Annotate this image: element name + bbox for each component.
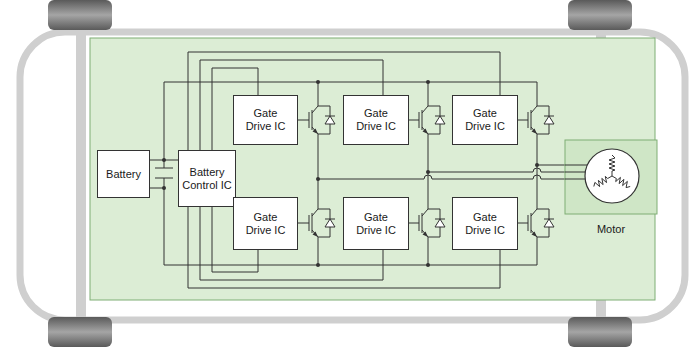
igbt-channel <box>312 110 313 233</box>
control-wire <box>150 160 178 161</box>
car-body <box>20 32 685 320</box>
node-label: Gate Drive IC <box>242 107 290 132</box>
junction-dot <box>535 163 539 167</box>
gate-driver-box: Gate Drive IC <box>343 95 409 145</box>
node-label: Gate Drive IC <box>352 107 400 132</box>
diode-symbol <box>544 219 554 227</box>
wheel <box>48 0 112 30</box>
junction-dots <box>162 80 539 267</box>
emitter-arrow <box>423 129 429 135</box>
junction-dot <box>426 263 430 267</box>
junction-dot <box>316 80 320 84</box>
emitter-arrow <box>532 232 538 238</box>
wheel <box>568 317 632 347</box>
motor-circle <box>585 149 639 203</box>
dc-rail <box>164 82 537 265</box>
node-label: Gate Drive IC <box>461 107 509 132</box>
motor-symbol <box>565 138 657 238</box>
diode-symbol <box>325 219 335 227</box>
wheel <box>568 0 632 30</box>
junction-dot <box>316 263 320 267</box>
battery-terminal <box>150 188 164 189</box>
phase-wire <box>537 165 565 166</box>
gate-driver-box: Gate Drive IC <box>452 197 518 250</box>
diode-symbol <box>318 106 335 237</box>
motor-housing <box>565 140 657 214</box>
capacitor-symbol <box>155 82 173 265</box>
igbt-leg <box>531 82 537 265</box>
junction-dot <box>316 177 320 181</box>
node-label: Battery Control IC <box>179 166 235 191</box>
phase-wire <box>318 175 565 179</box>
diode-symbol <box>435 116 445 124</box>
gate-driver-box: Gate Drive IC <box>452 95 518 145</box>
emitter-arrow <box>313 232 319 238</box>
emitter-arrow <box>532 129 538 135</box>
igbt-gate <box>409 112 419 231</box>
diode-symbol <box>325 116 335 124</box>
igbt-gate <box>298 112 309 231</box>
emitter-arrow <box>423 232 429 238</box>
motor-winding <box>612 176 630 188</box>
motor-box: Motor <box>565 138 657 238</box>
junction-dot <box>426 80 430 84</box>
wheel <box>48 317 112 347</box>
node-label: Battery <box>106 168 141 181</box>
gate-driver-box: Gate Drive IC <box>343 197 409 250</box>
igbt-leg <box>312 82 318 265</box>
phase-wire <box>428 168 565 172</box>
node-label: Gate Drive IC <box>461 211 509 236</box>
node-label: Gate Drive IC <box>242 211 290 236</box>
emitter-arrow <box>313 129 319 135</box>
gate-driver-box: Gate Drive IC <box>233 197 298 250</box>
igbt-channel <box>422 110 423 233</box>
motor-winding <box>609 155 615 176</box>
control-ic-box: Battery Control IC <box>178 150 236 207</box>
node-label: Motor <box>597 223 625 236</box>
junction-dot <box>426 170 430 174</box>
node-label: Gate Drive IC <box>352 211 400 236</box>
battery-box: Battery <box>97 150 150 198</box>
axle <box>76 15 86 335</box>
diode-symbol <box>435 219 445 227</box>
gate-driver-box: Gate Drive IC <box>233 95 298 145</box>
diode-symbol <box>544 116 554 124</box>
junction-dot <box>162 186 166 190</box>
motor-winding <box>594 176 612 187</box>
